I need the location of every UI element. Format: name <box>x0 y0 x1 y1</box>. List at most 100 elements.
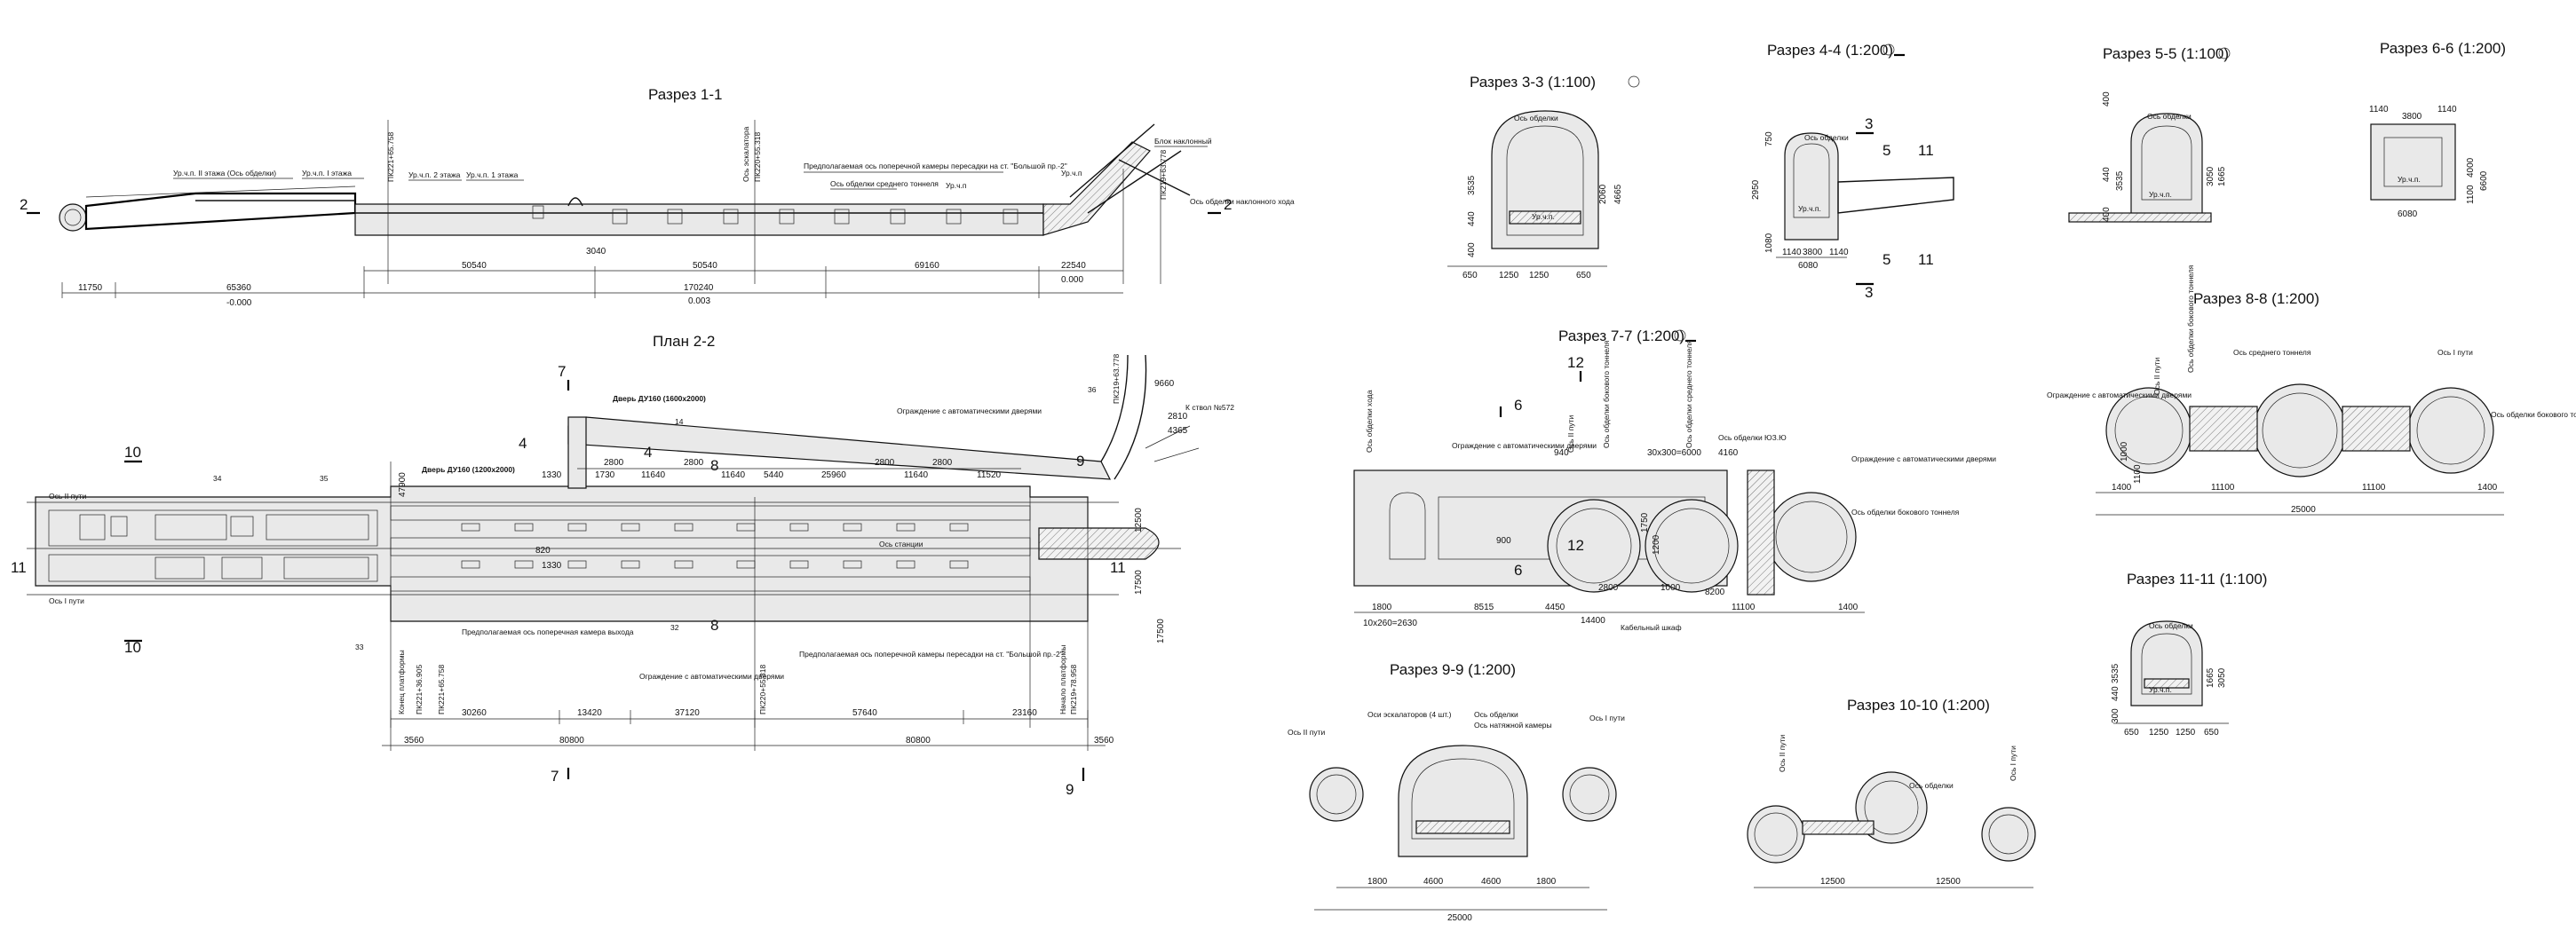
s44-d4: 2950 <box>1751 179 1761 200</box>
section-5-5-title: Разрез 5-5 (1:100) <box>2103 45 2229 62</box>
s88-d2: 11100 <box>2362 483 2386 493</box>
section-5-5: Разрез 5-5 (1:100) Ось обделки Ур.ч.п. 4… <box>2068 45 2231 223</box>
svg-text:8: 8 <box>710 457 718 474</box>
plan-left-rooms <box>79 514 369 580</box>
s33-d1: 1250 <box>1499 271 1519 280</box>
s88-d0: 1400 <box>2112 483 2132 493</box>
plan-outline <box>35 485 1089 622</box>
s88-d3: 1400 <box>2477 483 2498 493</box>
s88-l3: Ось I пути <box>2437 348 2473 357</box>
s1111-d1: 1250 <box>2149 728 2169 738</box>
p22-dt-6: 2800 <box>875 458 895 468</box>
s1111-d0: 650 <box>2124 728 2139 738</box>
p22-db-6: 80800 <box>559 736 584 746</box>
s11-cut-right: 2 <box>1224 196 1232 213</box>
p22-dims-bottom: 30260 13420 37120 57640 23160 3560 80800… <box>382 708 1114 751</box>
inclined-passage <box>1042 141 1151 236</box>
s11-level-b: 0.003 <box>688 296 710 306</box>
s33-outer <box>1491 110 1599 249</box>
s33-d6: 400 <box>1467 242 1477 257</box>
s99-d3: 1800 <box>1536 877 1557 887</box>
s66-d2: 1140 <box>2437 105 2457 114</box>
p22-dims-top: 2800 11640 2800 11640 5440 25960 2800 11… <box>542 458 1021 480</box>
plan-right-end <box>1038 527 1160 560</box>
p22-dr-1: 2810 <box>1168 412 1188 422</box>
s11-dim-5: 22540 <box>1061 261 1086 271</box>
s44-level: Ур.ч.п. <box>1798 204 1821 213</box>
p22-pk3: ПК219+63.778 <box>1112 354 1121 404</box>
s77-d2: 4450 <box>1545 603 1565 612</box>
s77-l7: Кабельный шкаф <box>1621 623 1682 632</box>
s44-d0: 1140 <box>1782 248 1802 257</box>
s77-d3: 14400 <box>1581 616 1605 626</box>
s1111-d7: 3050 <box>2217 667 2227 688</box>
plan-columns <box>461 523 969 569</box>
s11-cut-left: 2 <box>20 196 28 213</box>
p22-pk2: ПК220+55.318 <box>758 665 767 714</box>
s77-labels: Ось обделки хода Ось II пути Ограждение … <box>1365 340 1996 632</box>
s1111-axis: Ось обделки <box>2149 621 2193 630</box>
svg-text:12: 12 <box>1567 354 1584 371</box>
s11-pk1: ПК221+65.758 <box>386 132 395 182</box>
s55-d2: 3535 <box>2115 170 2125 191</box>
s66-d5: 1100 <box>2466 185 2476 204</box>
s44-d6: 1080 <box>1764 233 1774 253</box>
s11-dim-mid: 3040 <box>586 247 606 256</box>
svg-text:4: 4 <box>519 435 527 452</box>
svg-text:10: 10 <box>124 444 141 461</box>
s99-l3: Ось II пути <box>1288 728 1325 737</box>
p22-db-4: 23160 <box>1012 708 1037 718</box>
s44-cut-3-bot: 3 <box>1865 284 1873 301</box>
p22-db-8: 3560 <box>1094 736 1114 746</box>
s55-d5: 3050 <box>2206 166 2215 186</box>
s1111-d6: 300 <box>2111 708 2120 723</box>
p22-dt-8: 2800 <box>932 458 953 468</box>
s88-d5: 1000 <box>2120 441 2129 462</box>
svg-text:4: 4 <box>644 444 652 461</box>
s1010-tunnel-left <box>1747 805 1805 864</box>
section-6-6: Разрез 6-6 (1:200) Ур.ч.п. 1140 3800 114… <box>2369 40 2506 219</box>
svg-text:8: 8 <box>710 617 718 634</box>
svg-text:10: 10 <box>124 639 141 656</box>
p22-door2: Дверь ДУ160 (1200x2000) <box>422 465 515 474</box>
s33-d3: 650 <box>1576 271 1591 280</box>
section-6-6-title: Разрез 6-6 (1:200) <box>2380 40 2506 57</box>
s77-tunnel-right <box>1766 492 1857 582</box>
s99-l0: Оси эскалаторов (4 шт.) <box>1367 710 1452 719</box>
s77-l2: Ограждение с автоматическими дверями <box>1452 441 1597 450</box>
s11-dim-1: 65360 <box>226 283 251 293</box>
plan-2-2-title: План 2-2 <box>653 333 715 350</box>
s44-d1: 3800 <box>1803 248 1823 257</box>
p22-dt-10: 1330 <box>542 470 562 480</box>
chambers-1-1 <box>532 197 1019 225</box>
s88-d6: 1100 <box>2133 464 2143 484</box>
s33-d7: 4665 <box>1613 184 1623 204</box>
s66-d6: 6600 <box>2479 170 2489 191</box>
p22-dt-7: 11640 <box>904 470 929 480</box>
s88-l5: Ось обделки бокового тоннеля <box>2491 410 2576 419</box>
s77-d11: 30x300=6000 <box>1647 448 1701 458</box>
s66-d4: 4000 <box>2466 157 2476 178</box>
s77-dims: 1800 8515 4450 14400 8200 11100 1400 280… <box>1354 448 1865 628</box>
s11-dimensions: 11750 65360 50540 50540 69160 22540 1702… <box>61 247 1123 308</box>
p22-dt-0: 2800 <box>604 458 624 468</box>
p22-dt-5: 25960 <box>821 470 846 480</box>
s11-incl-block-label: Блок наклонный <box>1154 137 1212 146</box>
p22-fence-bot: Ограждение с автоматическими дверями <box>639 672 784 681</box>
s1010-l1: Ось обделки <box>1909 781 1954 790</box>
s77-d13: 940 <box>1554 448 1569 458</box>
s77-d15: 1750 <box>1640 512 1650 533</box>
s99-main-vault <box>1398 745 1528 857</box>
s66-outer <box>2370 123 2456 201</box>
s77-d8: 1000 <box>1661 583 1681 593</box>
s33-level-label: Ур.ч.п. <box>1532 212 1555 221</box>
s77-d14: 1200 <box>1652 534 1661 555</box>
s11-dim-0: 11750 <box>78 283 103 293</box>
s1111-level: Ур.ч.п. <box>2149 685 2172 694</box>
s88-tunnel-right <box>2407 387 2494 474</box>
section-10-10: Разрез 10-10 (1:200) Ось II пути Ось обд… <box>1747 697 2036 888</box>
s77-d5: 11100 <box>1732 603 1756 612</box>
section-11-11-title: Разрез 11-11 (1:100) <box>2127 571 2267 588</box>
s44-d5: 750 <box>1764 131 1774 146</box>
